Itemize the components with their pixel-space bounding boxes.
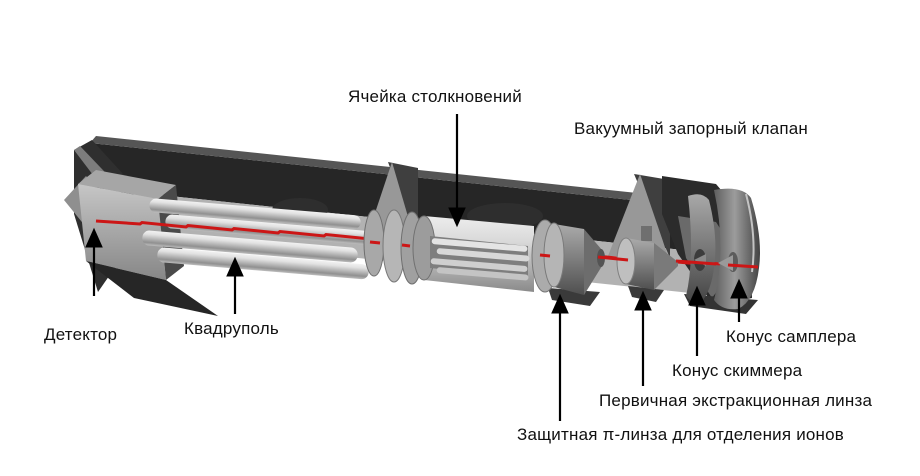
label-collision-cell: Ячейка столкновений [348,87,522,106]
ion-beam-segments [369,240,759,269]
octopole-rods [430,238,530,281]
vacuum-gate-valve [608,174,670,258]
label-sampler-cone: Конус самплера [726,327,857,346]
annotation-arrows [85,114,748,421]
collision-cell [412,215,559,293]
sampler-cone [714,188,760,310]
label-extraction-lens: Первичная экстракционная линза [599,391,873,410]
label-skimmer-cone: Конус скиммера [672,361,803,380]
pi-lens [543,222,605,295]
label-detector: Детектор [44,325,118,344]
label-quadrupole: Квадруполь [184,319,279,338]
label-vacuum-valve: Вакуумный запорный клапан [574,119,808,138]
label-pi-lens: Защитная π-линза для отделения ионов [517,425,845,444]
quadrupole-rods [142,198,379,280]
